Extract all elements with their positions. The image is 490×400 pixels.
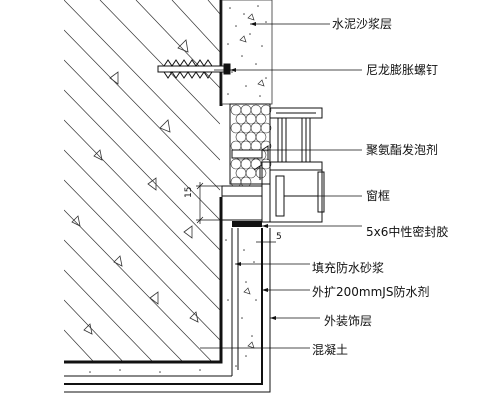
finish-layer xyxy=(64,228,271,393)
label-js-coating: 外扩200mmJS防水剂 xyxy=(312,285,430,299)
label-waterproof-mortar: 填充防水砂浆 xyxy=(312,261,385,275)
label-window-frame: 窗框 xyxy=(366,189,391,203)
outer-mortar-stipple xyxy=(89,239,257,373)
label-cement-mortar: 水泥沙浆层 xyxy=(332,17,393,31)
dim-15-lines xyxy=(196,182,222,224)
label-pu-foam: 聚氨酯发泡剂 xyxy=(366,143,439,157)
leader-arrows xyxy=(230,22,276,320)
label-nylon-anchor: 尼龙膨胀螺钉 xyxy=(366,63,439,77)
label-finish-layer: 外装饰层 xyxy=(324,314,373,328)
label-concrete: 混凝土 xyxy=(312,343,349,357)
backer-and-gap xyxy=(221,185,263,221)
concrete-wall xyxy=(64,0,220,362)
nylon-anchor xyxy=(157,59,231,79)
js-coating-layer xyxy=(64,228,263,385)
waterproof-mortar-layer xyxy=(64,228,239,377)
cement-mortar-layer xyxy=(221,0,273,105)
dim-15-text: 15 xyxy=(184,186,194,198)
label-sealant: 5x6中性密封胶 xyxy=(366,225,449,239)
sealant-bead xyxy=(232,221,262,227)
leader-lines xyxy=(200,23,362,349)
dim-5-lines xyxy=(256,228,276,246)
concrete-outline xyxy=(64,0,223,364)
pu-foam-filling xyxy=(229,103,272,186)
dim-5-text: 5 xyxy=(276,232,282,242)
